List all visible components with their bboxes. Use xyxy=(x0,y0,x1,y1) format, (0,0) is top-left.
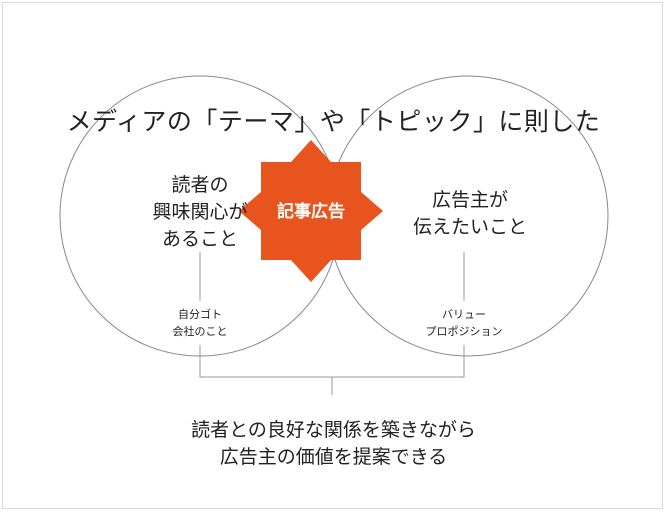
reader-sub-label: 自分ゴト 会社のこと xyxy=(130,306,270,340)
reader-interest-line: あること xyxy=(161,228,238,250)
reader-sub-line: 会社のこと xyxy=(172,325,228,338)
advertiser-sub-label: バリュー プロポジション xyxy=(394,306,534,340)
advertiser-sub-line: プロポジション xyxy=(425,325,503,338)
conclusion-text: 読者との良好な関係を築きながら 広告主の価値を提案できる xyxy=(0,417,667,471)
reader-interest-line: 興味関心が xyxy=(152,201,248,223)
advertiser-message-label: 広告主が 伝えたいこと xyxy=(380,187,560,241)
headline: メディアの「テーマ」や「トピック」に則した xyxy=(66,107,601,136)
conclusion-line: 広告主の価値を提案できる xyxy=(219,446,448,468)
center-star-badge xyxy=(239,140,383,282)
reader-sub-line: 自分ゴト xyxy=(178,308,222,321)
reader-interest-line: 読者の xyxy=(171,174,229,196)
advertiser-message-line: 広告主が xyxy=(431,189,508,211)
diagram-frame xyxy=(2,2,663,509)
center-label: 記事広告 xyxy=(277,202,345,222)
reader-interest-label: 読者の 興味関心が あること xyxy=(110,172,290,253)
advertiser-message-line: 伝えたいこと xyxy=(412,216,527,238)
advertiser-sub-line: バリュー xyxy=(442,308,486,321)
conclusion-line: 読者との良好な関係を築きながら xyxy=(191,419,476,441)
